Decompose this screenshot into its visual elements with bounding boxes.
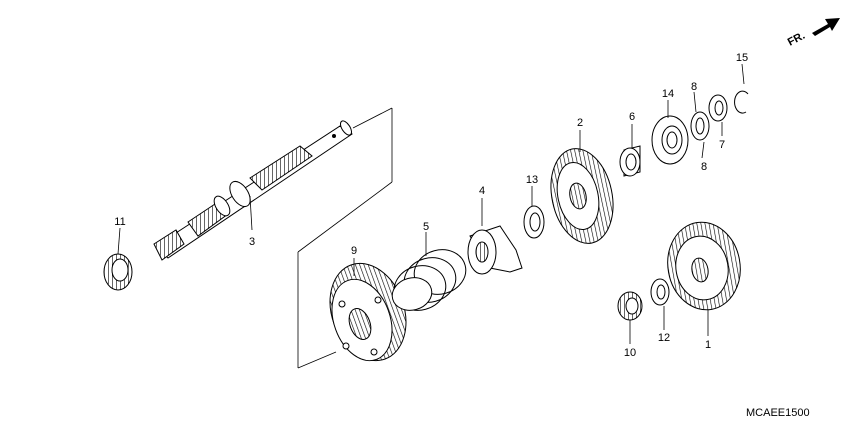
part-snap-ring-15 — [734, 90, 749, 114]
callout-2: 2 — [577, 117, 583, 129]
part-washer-7 — [708, 94, 728, 122]
callout-11: 11 — [114, 216, 125, 228]
callout-3: 3 — [249, 236, 255, 248]
part-nut-10 — [617, 291, 643, 321]
part-ring-8 — [690, 111, 710, 141]
part-bearing-14 — [651, 115, 689, 165]
callout-5: 5 — [423, 221, 429, 233]
part-damper-spring — [391, 249, 467, 311]
callout-13: 13 — [526, 174, 538, 186]
part-collar-6 — [619, 145, 641, 177]
part-gear-2 — [550, 148, 614, 244]
assembly-frame-lines — [297, 107, 393, 369]
callout-12: 12 — [658, 332, 670, 344]
part-mainshaft — [153, 120, 353, 261]
callout-1: 1 — [705, 339, 711, 351]
front-label: FR. — [786, 30, 807, 49]
callout-14: 14 — [662, 88, 674, 100]
part-locknut-11 — [103, 253, 133, 291]
leader-lines — [117, 63, 745, 344]
front-direction-indicator: FR. — [786, 18, 840, 49]
part-gear-1 — [667, 221, 741, 311]
diagram-code: MCAEE1500 — [746, 407, 810, 419]
front-arrow-icon — [812, 18, 840, 36]
part-damper-cam — [467, 225, 523, 275]
callout-9: 9 — [351, 245, 357, 257]
part-final-driven-gear — [329, 262, 407, 362]
callout-10: 10 — [624, 347, 636, 359]
callout-6: 6 — [629, 111, 635, 123]
callout-7: 7 — [719, 139, 725, 151]
callout-4: 4 — [479, 185, 485, 197]
callout-8-upper: 8 — [691, 81, 697, 93]
part-washer-12 — [650, 278, 670, 306]
callout-15: 15 — [736, 52, 748, 64]
part-thrust-washer-13 — [523, 205, 545, 239]
callouts: 11 3 9 5 4 13 2 6 14 8 8 7 15 1 12 10 — [114, 52, 748, 359]
callout-8-lower: 8 — [701, 161, 707, 173]
